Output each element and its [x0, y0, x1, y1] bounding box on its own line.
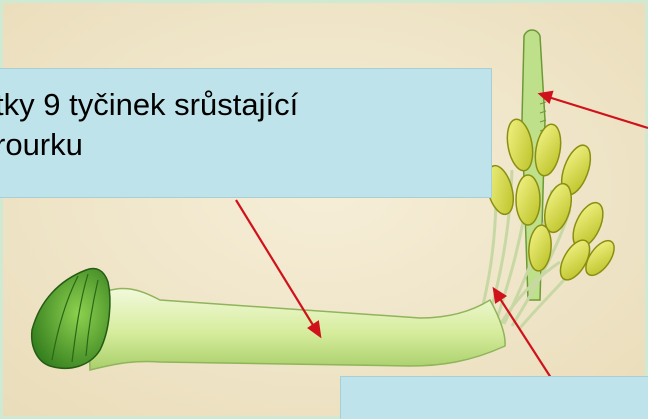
label-stamen-tube-line2: rourku [0, 125, 491, 165]
label-stamen-tube: tky 9 tyčinek srůstající rourku [0, 68, 492, 198]
label-stamen-tube-line1: tky 9 tyčinek srůstající [0, 85, 491, 125]
label-bottom-box [340, 376, 648, 419]
